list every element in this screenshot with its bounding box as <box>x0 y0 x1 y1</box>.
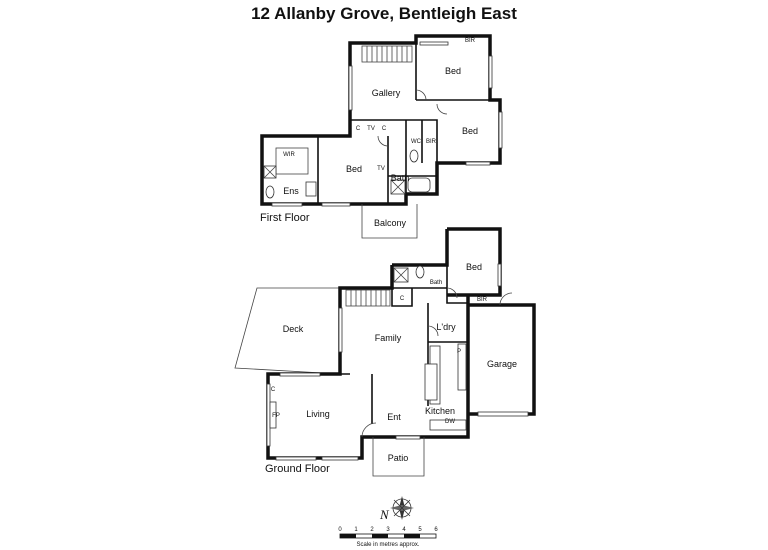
window <box>321 456 359 461</box>
scale-tick-label: 3 <box>386 527 390 533</box>
bathtub <box>407 177 431 193</box>
scale-tick-label: 1 <box>354 527 358 533</box>
room-label-kitchen: Kitchen <box>425 406 455 416</box>
floor-label-ground: Ground Floor <box>265 463 330 475</box>
vanity <box>305 181 317 197</box>
window <box>419 41 449 46</box>
kitchen-bench-bottom <box>429 419 467 431</box>
garage-door <box>477 411 529 417</box>
room-label-garage: Garage <box>487 359 517 369</box>
room-label-cupboard: C <box>382 126 387 132</box>
window <box>271 202 303 207</box>
room-label-gallery: Gallery <box>372 88 401 98</box>
scale-tick-label: 2 <box>370 527 374 533</box>
room-label-deck: Deck <box>283 324 304 334</box>
room-label-entry: Ent <box>387 412 401 422</box>
room-label-family: Family <box>375 333 402 343</box>
kitchen-bench-right <box>457 343 467 391</box>
window <box>279 372 321 377</box>
fireplace <box>269 401 277 429</box>
room-label-cupboard: C <box>400 296 405 302</box>
scale-tick-label: 6 <box>434 527 438 533</box>
first-floor-interior-walls <box>262 43 500 204</box>
scale-tick-label: 5 <box>418 527 422 533</box>
room-label-bath: Bath <box>430 280 442 286</box>
window <box>338 307 343 353</box>
window <box>498 111 503 149</box>
room-label-living: Living <box>306 409 330 419</box>
ground-floor-outer-wall <box>266 227 536 460</box>
window <box>395 435 421 440</box>
window <box>497 263 502 287</box>
room-label-tv: TV <box>377 166 385 172</box>
room-label-bir: BIR <box>477 297 488 303</box>
window <box>348 65 353 111</box>
room-label-bed: Bed <box>466 262 482 272</box>
patio-outline <box>372 437 425 477</box>
first-floor-stairs <box>361 45 413 63</box>
compass-icon: N <box>379 496 414 522</box>
plan-title: 12 Allanby Grove, Bentleigh East <box>251 4 517 23</box>
balcony-outline <box>361 204 418 239</box>
room-label-tv: TV <box>367 126 375 132</box>
room-label-dishwasher: DW <box>445 419 455 425</box>
room-label-patio: Patio <box>388 453 409 463</box>
window <box>275 456 317 461</box>
room-label-ensuite: Ens <box>283 186 299 196</box>
room-label-bed: Bed <box>346 164 362 174</box>
room-label-wc: WC <box>411 139 422 145</box>
toilet <box>265 185 275 199</box>
room-label-pantry: P <box>457 349 461 355</box>
window <box>488 55 493 89</box>
floor-label-first: First Floor <box>260 212 310 224</box>
room-label-laundry: L'dry <box>436 322 456 332</box>
room-label-cupboard: C <box>271 387 276 393</box>
room-label-balcony: Balcony <box>374 218 407 228</box>
room-label-bir: BIR <box>426 139 437 145</box>
window <box>321 202 351 207</box>
toilet <box>415 265 425 279</box>
kitchen-island <box>424 363 438 401</box>
first-floor <box>260 34 503 239</box>
room-label-wir: WIR <box>283 152 295 158</box>
room-label-bir: BIR <box>465 38 476 44</box>
ground-floor-stairs <box>345 289 391 307</box>
room-label-bath: Bath <box>391 173 410 183</box>
window <box>266 383 271 447</box>
room-label-cupboard: C <box>356 126 361 132</box>
scale-caption: Scale in metres approx. <box>356 542 419 548</box>
room-label-bed: Bed <box>445 66 461 76</box>
compass-north-label: N <box>379 507 390 522</box>
wir-outline <box>275 147 309 175</box>
room-label-bed: Bed <box>462 126 478 136</box>
window <box>465 161 491 166</box>
room-label-fireplace: FP <box>272 413 280 419</box>
scale-tick-label: 4 <box>402 527 406 533</box>
ground-floor <box>234 227 536 477</box>
room-labels: Bed BIR Gallery Bed C TV C WC BIR WIR En… <box>260 38 517 475</box>
scale-tick-label: 0 <box>338 527 342 533</box>
toilet <box>409 149 419 163</box>
scale-bar: 0 1 2 3 4 5 6 Scale in metres approx. <box>338 527 438 548</box>
